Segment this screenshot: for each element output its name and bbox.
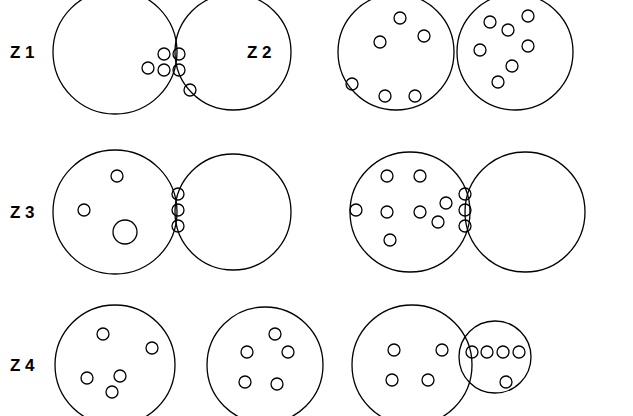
stage-label: Z 2 <box>247 44 272 61</box>
stage-label: Z 3 <box>10 204 35 221</box>
stage-label: Z 4 <box>10 357 35 374</box>
stage-label: Z 1 <box>10 44 35 61</box>
